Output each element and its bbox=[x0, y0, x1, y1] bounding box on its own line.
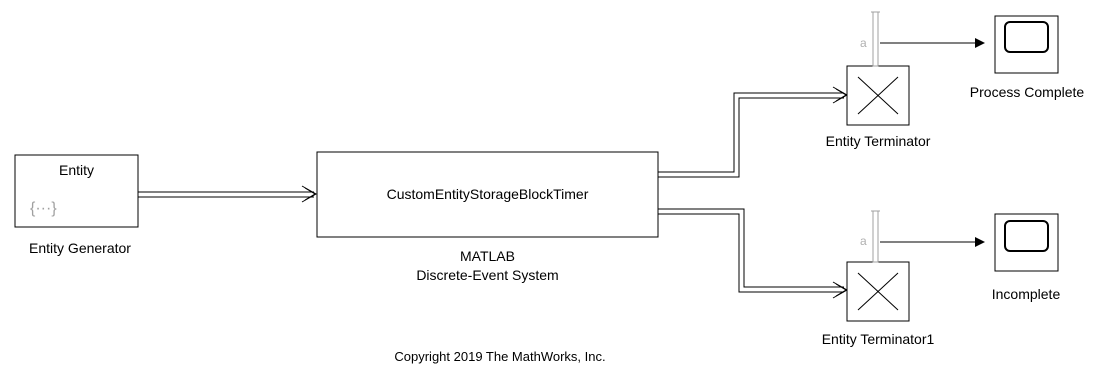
entity-line-gen-to-des[interactable] bbox=[138, 185, 318, 203]
entity-generator-label: Entity Generator bbox=[29, 240, 131, 256]
scope-process-complete-label: Process Complete bbox=[969, 84, 1085, 100]
entity-generator-block[interactable] bbox=[14, 154, 139, 228]
des-system-label-line1: MATLAB bbox=[460, 248, 515, 264]
des-system-inner-text: CustomEntityStorageBlockTimer bbox=[386, 186, 589, 202]
entity-line-des-to-term-top[interactable] bbox=[658, 86, 849, 178]
scope-incomplete-block[interactable] bbox=[994, 213, 1059, 272]
entity-terminator-top-block[interactable] bbox=[846, 65, 910, 126]
terminator-top-label: Entity Terminator bbox=[825, 133, 931, 149]
des-system-label-line2: Discrete-Event System bbox=[416, 267, 559, 283]
terminator-bottom-port-label: a bbox=[860, 234, 867, 248]
terminator-top-port-label: a bbox=[860, 36, 867, 50]
scope-process-complete-block[interactable] bbox=[994, 15, 1059, 74]
terminator-bottom-label: Entity Terminator1 bbox=[821, 331, 935, 347]
entity-terminator-bottom-block[interactable] bbox=[846, 261, 910, 322]
terminator-top-output-port bbox=[871, 11, 880, 67]
terminator-bottom-output-port bbox=[871, 210, 880, 263]
entity-generator-icon: {···} bbox=[30, 200, 57, 217]
scope-incomplete-label: Incomplete bbox=[991, 286, 1061, 302]
entity-generator-inner-text: Entity bbox=[58, 162, 94, 178]
entity-line-des-to-term-bottom[interactable] bbox=[658, 208, 849, 299]
des-system-block[interactable] bbox=[316, 151, 659, 238]
copyright-text: Copyright 2019 The MathWorks, Inc. bbox=[394, 349, 606, 364]
